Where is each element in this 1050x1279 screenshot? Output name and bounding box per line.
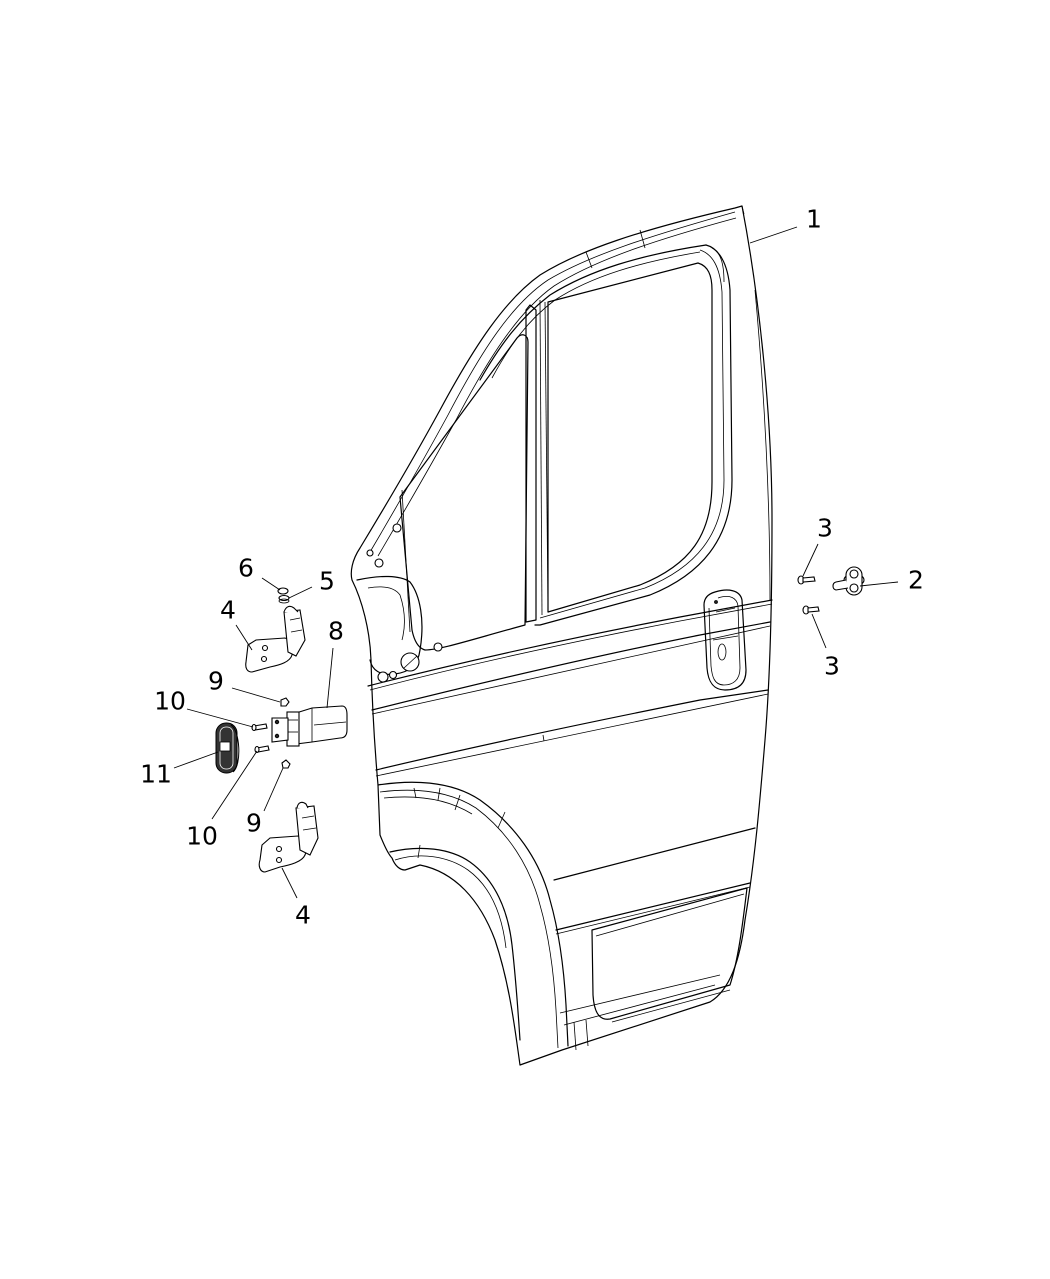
callout-4-lower: 4	[295, 900, 311, 930]
striker-screw-upper	[797, 575, 816, 585]
callout-4-upper: 4	[220, 595, 236, 625]
hinge-pin-cap	[277, 587, 289, 595]
door-check-strap	[271, 705, 348, 747]
bolt-upper	[251, 723, 268, 732]
callout-6: 6	[238, 553, 254, 583]
upper-hinge	[245, 605, 306, 673]
callout-2: 2	[908, 565, 924, 595]
callout-10-upper: 10	[154, 686, 186, 716]
hinge-pin-bushing	[278, 594, 290, 604]
trim-cover	[215, 722, 240, 774]
nut-lower	[281, 759, 291, 769]
nut-upper	[280, 697, 290, 707]
door-striker	[832, 566, 865, 596]
leader-lines	[173, 226, 899, 899]
callout-5: 5	[319, 566, 335, 596]
callout-1: 1	[806, 204, 822, 234]
callout-9-upper: 9	[208, 666, 224, 696]
lower-hinge	[258, 801, 319, 873]
callout-8: 8	[328, 616, 344, 646]
door-shell	[350, 205, 773, 1066]
callout-10-lower: 10	[186, 821, 218, 851]
callout-9-lower: 9	[246, 808, 262, 838]
callout-3-upper: 3	[817, 513, 833, 543]
bolt-lower	[254, 745, 270, 754]
callout-3-lower: 3	[824, 651, 840, 681]
callout-11: 11	[140, 759, 172, 789]
striker-screw-lower	[802, 605, 820, 615]
